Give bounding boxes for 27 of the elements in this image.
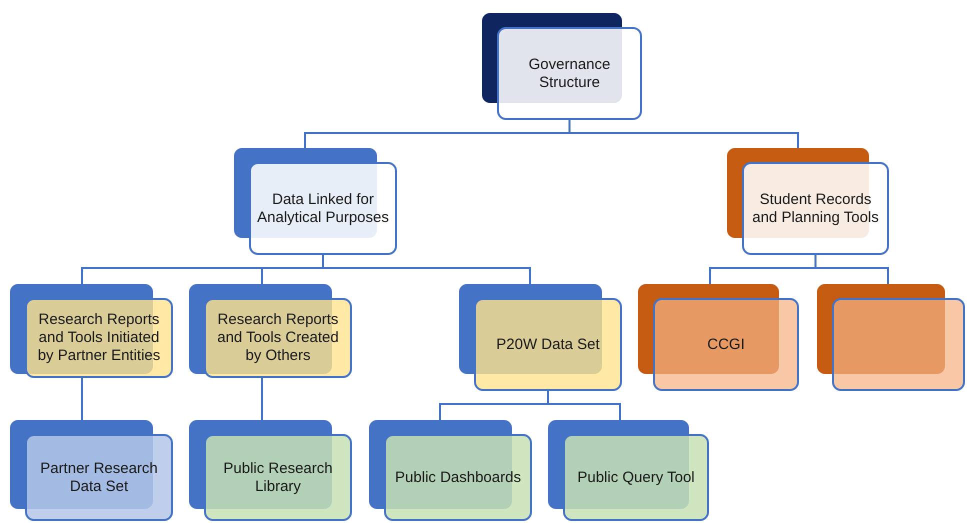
layered-box (459, 284, 622, 391)
layered-box (189, 284, 352, 378)
box-label: Research Reports and Tools Initiated by Partner Entities (36, 311, 162, 365)
box-label: Public Research Library (222, 460, 334, 496)
connector-line (261, 378, 263, 420)
layered-box (482, 13, 642, 120)
layered-box (548, 420, 709, 521)
box-label: Student Records and Planning Tools (751, 190, 880, 226)
layered-box (10, 284, 173, 378)
box-label: CCGI (707, 336, 745, 354)
box-label: Governance Structure (528, 56, 612, 92)
layered-box (234, 148, 397, 255)
layered-box (10, 420, 173, 521)
box-label: P20W Data Set (496, 336, 600, 354)
layered-box (189, 420, 352, 521)
box-label: Public Dashboards (395, 468, 521, 486)
box-label: Data Linked for Analytical Purposes (256, 190, 390, 226)
layered-box (727, 148, 889, 255)
layered-box (369, 420, 532, 521)
layered-box (817, 284, 965, 391)
box-label: Public Query Tool (577, 468, 695, 486)
box-label: Research Reports and Tools Created by Others (216, 311, 340, 365)
box-label: Partner Research Data Set (39, 460, 159, 496)
layered-box (638, 284, 799, 391)
connector-line (322, 255, 531, 284)
connector-line (568, 120, 799, 148)
connector-line (81, 378, 83, 420)
